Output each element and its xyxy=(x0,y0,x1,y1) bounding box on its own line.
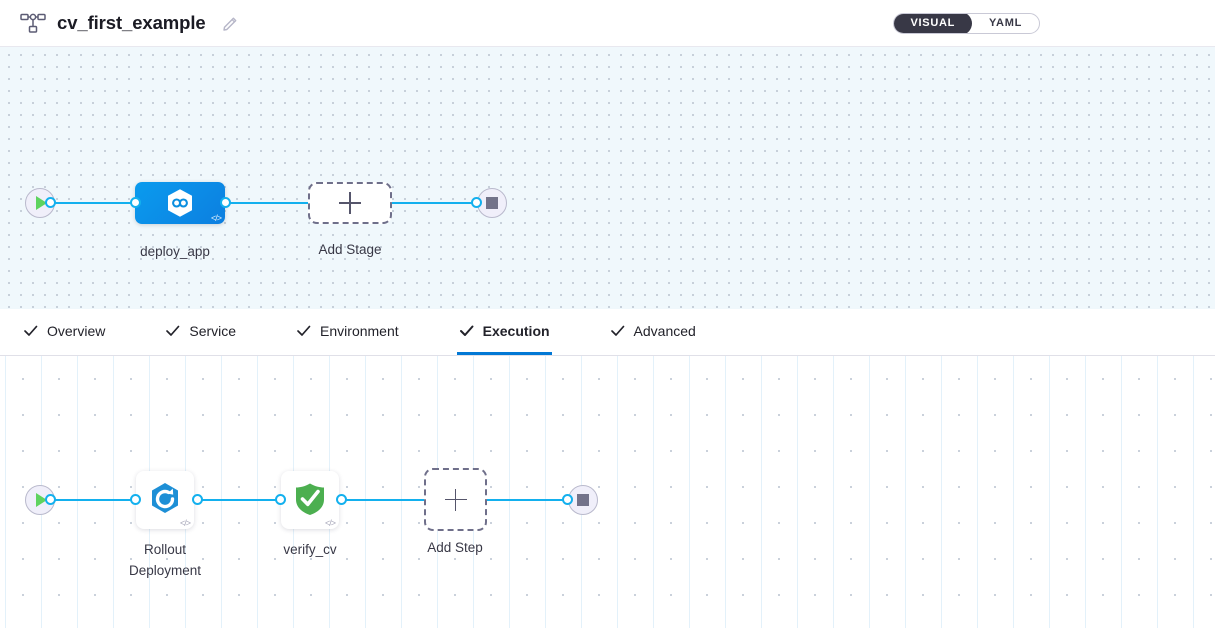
tab-label: Advanced xyxy=(633,322,696,339)
pencil-icon[interactable] xyxy=(222,15,239,32)
plus-icon xyxy=(339,192,361,214)
step-label-verify-cv: verify_cv xyxy=(283,542,337,557)
check-icon xyxy=(610,323,625,338)
code-badge-icon: </> xyxy=(210,213,222,223)
step-end-node[interactable] xyxy=(568,485,598,515)
step-verify-in-connector[interactable] xyxy=(275,494,286,505)
step-rollout-in-connector[interactable] xyxy=(130,494,141,505)
tab-environment[interactable]: Environment xyxy=(294,309,401,355)
pipeline-flow-icon xyxy=(20,12,46,34)
step-start-connector[interactable] xyxy=(45,494,56,505)
stage-start-connector[interactable] xyxy=(45,197,56,208)
hexagon-rollout-icon xyxy=(146,480,184,518)
tab-overview[interactable]: Overview xyxy=(21,309,107,355)
stop-icon xyxy=(486,197,498,209)
step-edge-end xyxy=(487,499,574,501)
tab-label: Environment xyxy=(320,322,399,339)
header-right-group: VISUAL YAML xyxy=(893,12,1215,34)
tab-label: Overview xyxy=(47,322,106,339)
play-icon xyxy=(36,493,47,507)
add-stage-label: Add Stage xyxy=(318,242,382,257)
tab-label: Execution xyxy=(482,322,550,339)
stage-start-node[interactable] xyxy=(25,188,55,218)
stage-node-in-connector[interactable] xyxy=(130,197,141,208)
stop-icon xyxy=(577,494,589,506)
step-canvas[interactable]: </> Rollout Deployment </> verify_cv Add… xyxy=(0,356,1215,628)
play-icon xyxy=(36,196,47,210)
plus-icon xyxy=(444,488,467,511)
code-badge-icon: </> xyxy=(179,518,191,528)
add-stage-button[interactable] xyxy=(308,182,392,224)
header-left-group: cv_first_example xyxy=(0,12,239,34)
stage-label-deploy-app: deploy_app xyxy=(140,244,210,259)
toggle-option-yaml[interactable]: YAML xyxy=(989,16,1022,29)
stage-edge-start xyxy=(50,202,140,204)
view-mode-toggle[interactable]: VISUAL YAML xyxy=(893,12,1040,34)
stage-edge-end xyxy=(390,202,485,204)
step-end-connector[interactable] xyxy=(562,494,573,505)
check-icon xyxy=(23,323,38,338)
step-edge-1 xyxy=(196,499,284,501)
step-rollout-out-connector[interactable] xyxy=(192,494,203,505)
stage-canvas[interactable]: </> deploy_app Add Stage xyxy=(0,47,1215,309)
add-step-label: Add Step xyxy=(427,540,483,555)
step-edge-2 xyxy=(340,499,424,501)
stage-edge-middle xyxy=(220,202,310,204)
tab-execution[interactable]: Execution xyxy=(456,309,552,355)
step-node-rollout-deployment[interactable]: </> xyxy=(136,471,194,529)
step-node-verify-cv[interactable]: </> xyxy=(281,471,339,529)
step-label-rollout-deployment: Rollout Deployment xyxy=(128,542,202,578)
toggle-option-visual[interactable]: VISUAL xyxy=(894,13,973,33)
stage-node-out-connector[interactable] xyxy=(220,197,231,208)
tab-advanced[interactable]: Advanced xyxy=(608,309,698,355)
check-icon xyxy=(165,323,180,338)
stage-end-connector[interactable] xyxy=(471,197,482,208)
add-step-button[interactable] xyxy=(424,468,487,531)
step-verify-out-connector[interactable] xyxy=(336,494,347,505)
stage-node-deploy-app[interactable]: </> xyxy=(135,182,225,224)
code-badge-icon: </> xyxy=(324,518,336,528)
tab-label: Service xyxy=(189,322,237,339)
check-icon xyxy=(459,323,474,338)
hexagon-infinity-icon xyxy=(166,188,194,218)
tab-service[interactable]: Service xyxy=(163,309,238,355)
page-title: cv_first_example xyxy=(57,12,206,33)
stage-end-node[interactable] xyxy=(477,188,507,218)
check-icon xyxy=(296,323,311,338)
stage-config-tabs[interactable]: Overview Service Environment Execution A… xyxy=(0,309,1215,356)
app-header: cv_first_example VISUAL YAML xyxy=(0,0,1215,47)
shield-check-icon xyxy=(291,480,329,518)
step-edge-start xyxy=(50,499,138,501)
